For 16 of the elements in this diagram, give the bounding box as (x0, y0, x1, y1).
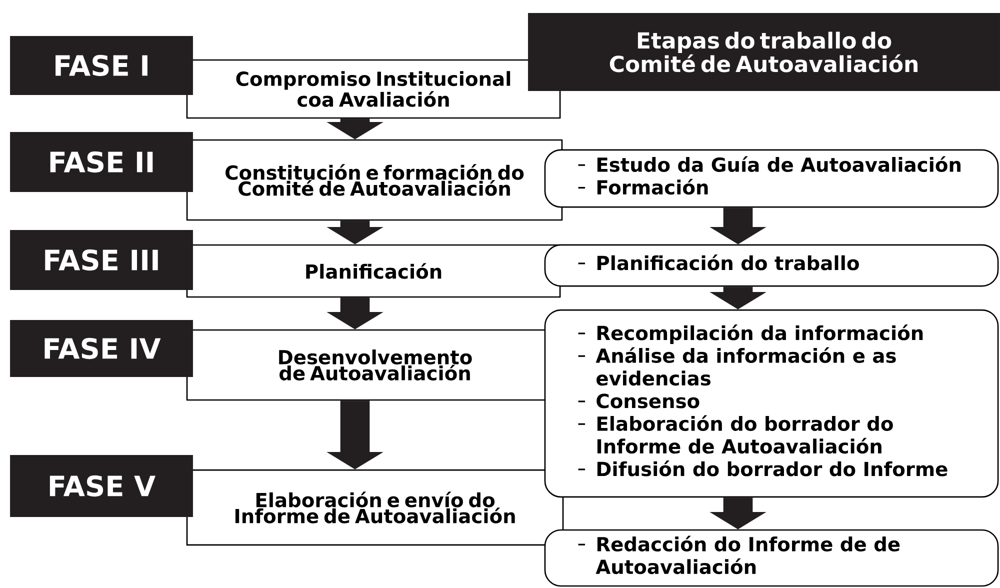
header-box: Etapas do traballo do Comité de Autoavaliación (528, 13, 1000, 91)
task-list-box: Recompilación da información Análise da información e as evidencias Consenso Elaboración do borrador do Informe de Autoavaliación Difusión do borrador do Informe (544, 309, 999, 498)
phase-tag: FASE II (10, 132, 193, 192)
phase-tag: FASE I (10, 36, 193, 95)
process-box: Planificación (186, 244, 561, 298)
process-box: Elaboración e envío do Informe de Autoavaliación (186, 469, 564, 546)
process-box: Constitución e formación do Comité de Autoavaliación (186, 139, 563, 221)
process-box: Desenvolvemento de Autoavaliación (186, 329, 564, 401)
task-list-box: Redacción do Informe de de Autoavaliación (544, 529, 999, 587)
task-list-box: Planificación do traballo (544, 244, 999, 287)
node-label: Planificación do traballo (597, 254, 859, 270)
phase-tag: FASE III (10, 230, 193, 290)
phase-tag: FASE V (10, 455, 193, 517)
task-list-box: Estudo da Guía de Autoavaliación Formación (544, 149, 999, 208)
phase-tag: FASE IV (10, 320, 193, 378)
process-box: Compromiso Institucional coa Avaliación (186, 59, 561, 119)
